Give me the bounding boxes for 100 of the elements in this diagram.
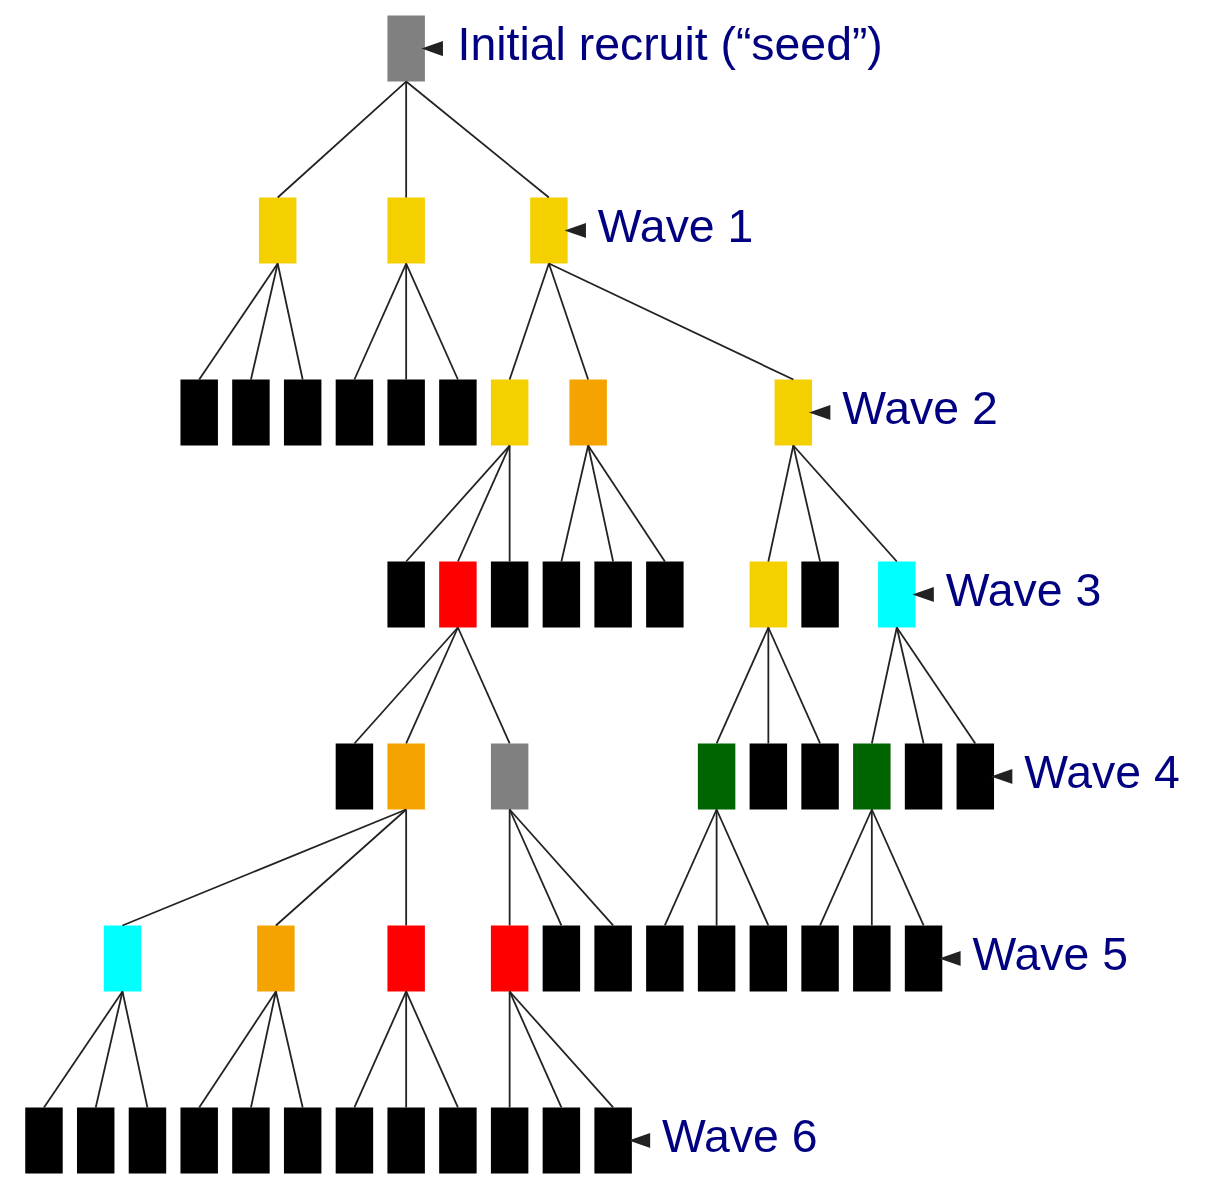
connector <box>405 990 459 1109</box>
node-box <box>335 743 374 810</box>
connector <box>353 262 408 381</box>
connector <box>405 80 550 199</box>
connector <box>275 990 304 1109</box>
node-box <box>490 925 529 992</box>
connector <box>405 626 459 745</box>
node-box <box>387 379 425 446</box>
node-box <box>25 1107 63 1174</box>
node-box <box>878 561 916 628</box>
connector <box>198 262 279 381</box>
connector <box>508 990 511 1109</box>
node-box <box>77 1107 115 1174</box>
connector <box>405 262 408 381</box>
connector <box>198 990 277 1109</box>
node-box <box>180 1107 218 1174</box>
node-box <box>801 561 839 628</box>
connector <box>250 262 279 381</box>
connector <box>792 444 898 563</box>
connector <box>250 990 277 1109</box>
connector <box>767 626 821 745</box>
connector <box>508 262 550 381</box>
connector <box>43 990 124 1109</box>
connector <box>508 990 614 1109</box>
connector <box>870 626 898 745</box>
node-box <box>387 1107 425 1174</box>
node-box <box>530 197 568 264</box>
node-text: Wave 6 <box>662 1109 818 1162</box>
connector <box>405 80 408 199</box>
connector <box>508 808 614 927</box>
node-box <box>439 561 477 628</box>
node-box <box>283 379 322 446</box>
node-box <box>258 197 297 264</box>
node-box <box>749 925 788 992</box>
node-box <box>646 925 684 992</box>
node-box <box>774 379 813 446</box>
node-box <box>180 379 218 446</box>
connector <box>767 626 770 745</box>
node-box <box>387 743 425 810</box>
connector <box>508 444 511 563</box>
node-text: Wave 3 <box>945 563 1102 616</box>
node-box <box>594 561 632 628</box>
node-box <box>956 743 995 810</box>
node-box <box>569 379 607 446</box>
node-box <box>904 925 943 992</box>
connector <box>715 808 718 927</box>
connector <box>560 444 590 563</box>
node-box <box>439 379 477 446</box>
node-box <box>387 561 425 628</box>
connector <box>587 444 666 563</box>
node-box <box>853 925 891 992</box>
node-box <box>439 1107 477 1174</box>
connector <box>457 444 511 563</box>
node-box <box>542 925 581 992</box>
node-box <box>853 743 891 810</box>
node-text: Wave 2 <box>842 381 998 434</box>
connector <box>121 990 149 1109</box>
connector <box>819 808 873 927</box>
connector <box>587 444 614 563</box>
node-box <box>335 379 374 446</box>
node-box <box>749 743 788 810</box>
node-box <box>697 743 736 810</box>
node-box <box>257 925 295 992</box>
node-box <box>387 925 425 992</box>
connector <box>870 808 873 927</box>
connector <box>405 808 408 927</box>
connector <box>663 808 718 927</box>
connector <box>548 262 590 381</box>
connector <box>870 808 925 927</box>
connector <box>715 626 770 745</box>
node-box <box>594 925 632 992</box>
node-box <box>542 1107 581 1174</box>
node-text: Wave 5 <box>972 927 1128 980</box>
node-box <box>283 1107 322 1174</box>
connector <box>895 626 925 745</box>
connector <box>405 990 408 1109</box>
node-box <box>103 925 142 992</box>
node-box <box>594 1107 632 1174</box>
connector <box>276 80 408 199</box>
node-box <box>542 561 581 628</box>
connector <box>121 808 408 927</box>
node-box <box>335 1107 374 1174</box>
node-box <box>490 1107 529 1174</box>
node-box <box>646 561 684 628</box>
connector <box>792 444 821 563</box>
node-box <box>490 379 529 446</box>
connector <box>353 990 408 1109</box>
connector <box>94 990 124 1109</box>
node-box <box>490 561 529 628</box>
node-box <box>232 1107 270 1174</box>
connector <box>715 808 770 927</box>
node-text: Initial recruit (“seed”) <box>457 17 883 70</box>
connector <box>405 444 511 563</box>
connector <box>405 262 459 381</box>
node-box <box>801 743 839 810</box>
connector <box>276 262 304 381</box>
connector <box>548 262 795 381</box>
connector <box>353 626 459 745</box>
connector <box>508 808 511 927</box>
connector <box>508 808 563 927</box>
